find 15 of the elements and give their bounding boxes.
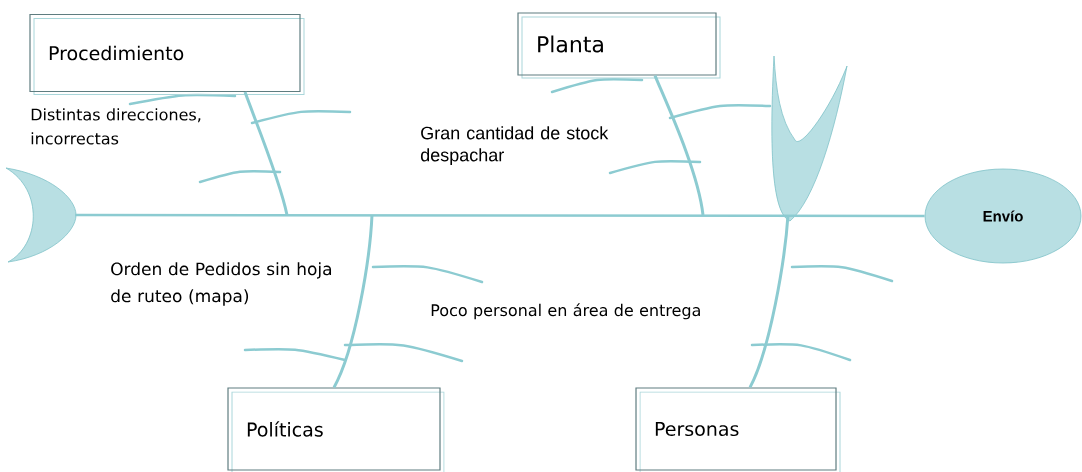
bone-line [332,214,374,389]
cause-text: Gran cantidad de stock despachar [420,126,609,165]
spine-line [75,213,925,218]
category-box: Procedimiento [29,13,305,95]
category-box: Planta [517,12,721,79]
bone-line [243,91,289,216]
fish-tail [5,167,77,263]
category-box: Personas [635,387,841,472]
cause-text: Orden de Pedidos sin hoja de ruteo (mapa) [111,262,331,306]
category-box: Políticas [227,387,445,472]
fish-head: Envío [924,168,1082,264]
cause-text: Distintas direcciones, incorrectas [31,108,201,145]
bone-line [653,75,705,216]
cause-text: Poco personal en área de entrega [431,303,700,320]
bone-line [748,214,790,389]
